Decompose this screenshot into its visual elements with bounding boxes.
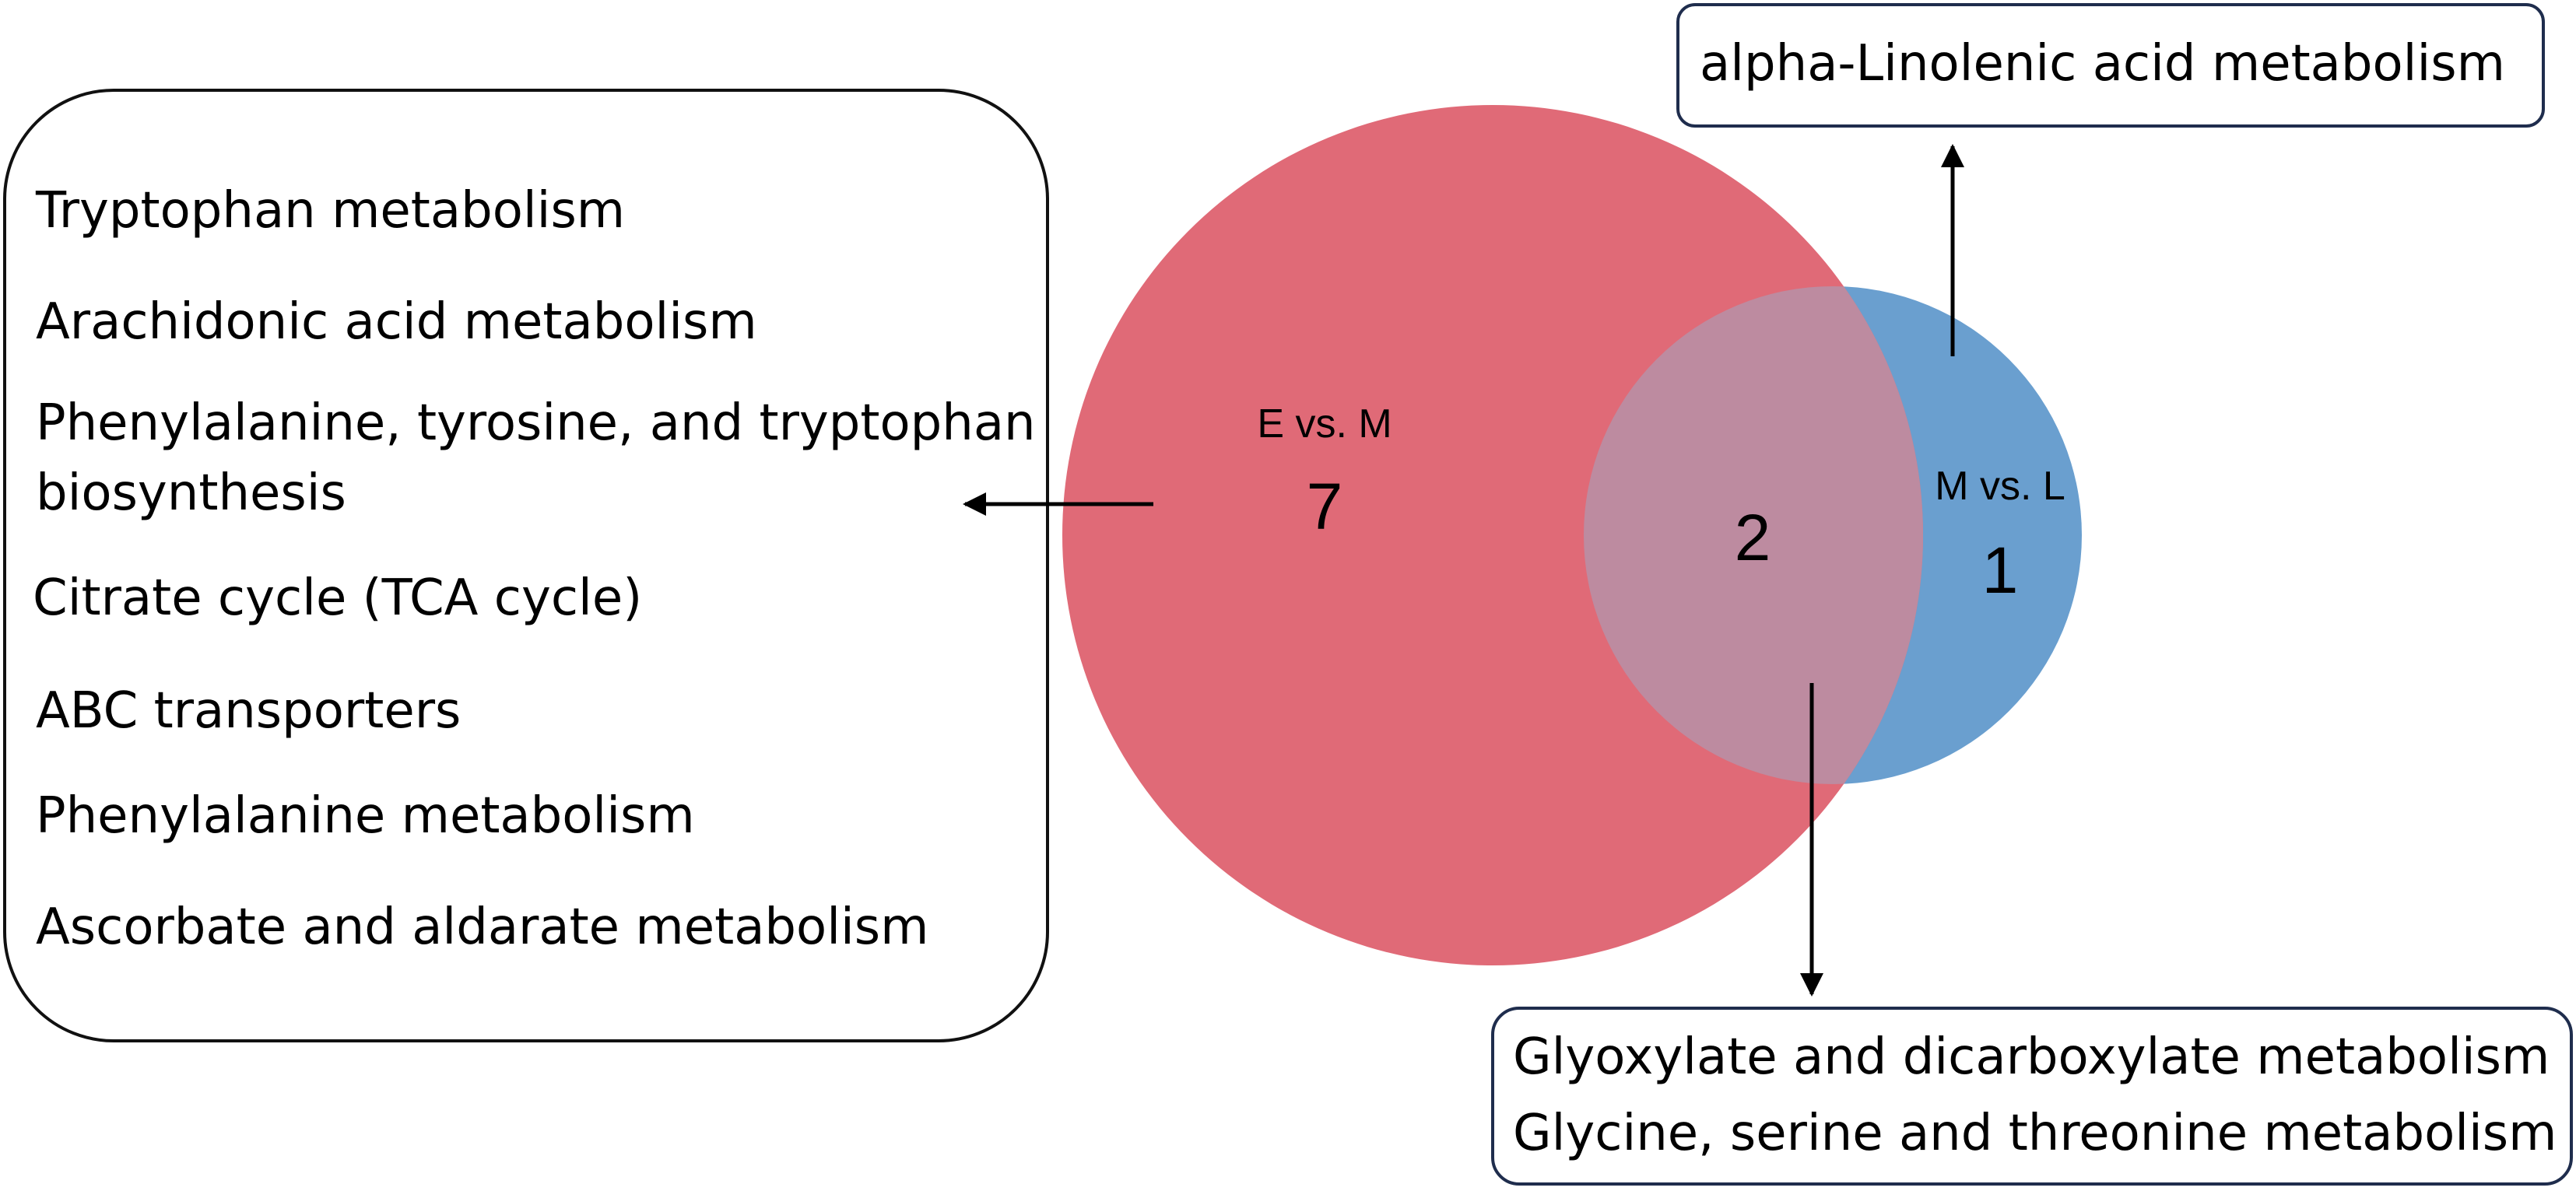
left-box-item: Phenylalanine metabolism: [36, 787, 695, 845]
intersection-count: 2: [1735, 501, 1771, 574]
left-set-label: E vs. M: [1257, 401, 1392, 447]
right-set-label: M vs. L: [1935, 464, 2065, 509]
bottom-pathway-box: [1491, 1007, 2573, 1186]
bottom-box-item: Glyoxylate and dicarboxylate metabolism: [1513, 1028, 2550, 1086]
left-box-item: Ascorbate and aldarate metabolism: [36, 899, 928, 956]
left-pathway-box: [3, 89, 1049, 1042]
left-box-item: ABC transporters: [36, 682, 461, 740]
left-box-item: Citrate cycle (TCA cycle): [33, 569, 642, 627]
top-box-item: alpha-Linolenic acid metabolism: [1700, 35, 2505, 93]
top-pathway-box: [1676, 3, 2545, 128]
left-box-item: Arachidonic acid metabolism: [36, 293, 757, 351]
left-box-item: biosynthesis: [36, 464, 346, 522]
left-set-count: 7: [1307, 470, 1343, 543]
bottom-box-item: Glycine, serine and threonine metabolism: [1513, 1105, 2557, 1162]
right-set-count: 1: [1982, 534, 2019, 607]
left-box-item: Phenylalanine, tyrosine, and tryptophan: [36, 394, 1036, 452]
intersection-region: [1584, 286, 1923, 784]
left-box-item: Tryptophan metabolism: [35, 182, 625, 240]
